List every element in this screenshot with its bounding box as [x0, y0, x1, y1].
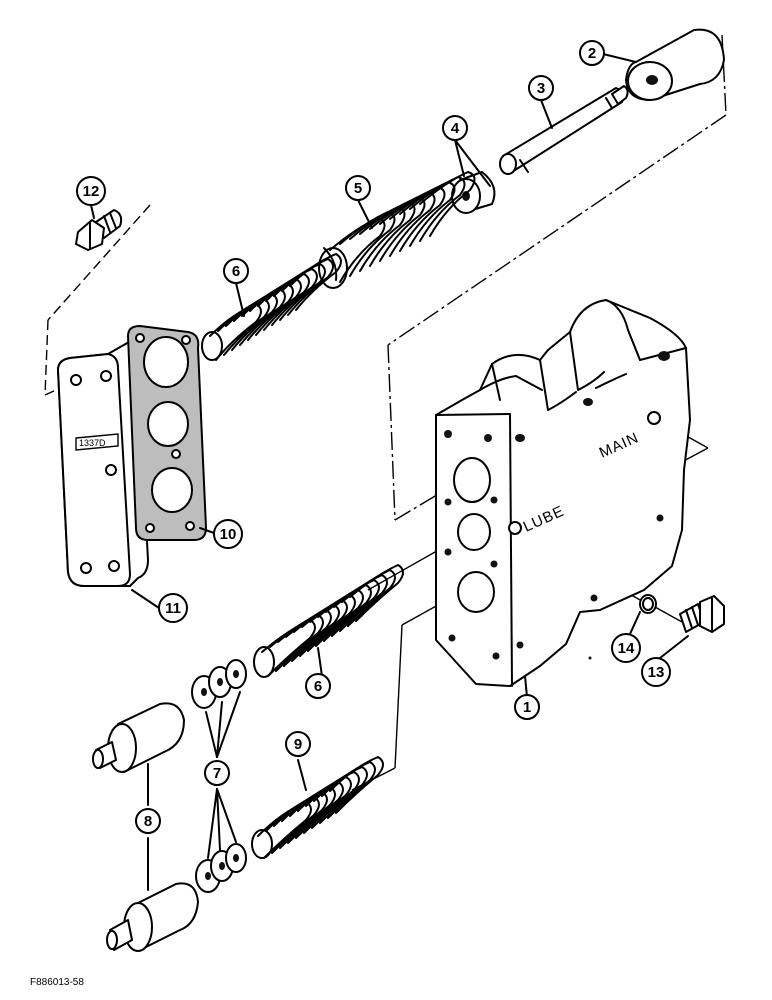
svg-text:6: 6 — [232, 263, 240, 280]
part-10-gasket — [126, 324, 208, 541]
callout-14: 14 — [611, 633, 641, 663]
svg-text:1337D: 1337D — [79, 438, 106, 448]
svg-text:9: 9 — [294, 736, 302, 753]
part-9-spring — [251, 756, 384, 859]
part-7-shims-upper — [191, 659, 247, 709]
svg-text:14: 14 — [618, 640, 635, 657]
callout-6-upper: 6 — [223, 258, 249, 284]
callout-1: 1 — [514, 694, 540, 720]
callout-7: 7 — [204, 760, 230, 786]
svg-text:8: 8 — [144, 813, 152, 830]
part-7-shims-lower — [195, 843, 247, 893]
callout-10: 10 — [213, 519, 243, 549]
callout-3: 3 — [528, 75, 554, 101]
callout-5: 5 — [345, 175, 371, 201]
part-6-spring-upper — [201, 253, 342, 361]
part-5-spring — [318, 171, 476, 289]
callout-4: 4 — [442, 115, 468, 141]
svg-text:5: 5 — [354, 180, 362, 197]
part-1-valve-body: MAIN LUBE — [435, 299, 691, 687]
figure-code: F886013-58 — [30, 977, 84, 988]
svg-text:12: 12 — [83, 183, 100, 200]
callout-13: 13 — [641, 657, 671, 687]
svg-text:13: 13 — [648, 664, 665, 681]
part-12-bolt — [75, 209, 123, 251]
part-2-plug — [625, 28, 725, 101]
callout-11: 11 — [158, 593, 188, 623]
svg-text:11: 11 — [165, 600, 181, 617]
part-8-plunger-upper — [92, 702, 185, 773]
svg-text:7: 7 — [213, 765, 221, 782]
part-8-plunger-lower — [106, 882, 199, 952]
callout-9: 9 — [285, 731, 311, 757]
callout-2: 2 — [579, 40, 605, 66]
svg-text:4: 4 — [451, 120, 460, 137]
callout-8: 8 — [135, 808, 161, 834]
callout-6-lower: 6 — [305, 673, 331, 699]
callout-12: 12 — [76, 176, 106, 206]
svg-text:6: 6 — [314, 678, 322, 695]
part-13-plug — [679, 595, 725, 633]
callout-leaders — [90, 53, 689, 891]
part-6-spring-lower — [253, 564, 404, 678]
svg-text:10: 10 — [220, 526, 237, 543]
svg-text:3: 3 — [537, 80, 545, 97]
part-3-pin — [499, 85, 629, 175]
part-11-cover-plate: 1337D — [57, 337, 149, 587]
svg-text:2: 2 — [588, 45, 596, 62]
svg-text:1: 1 — [523, 699, 531, 716]
part-14-o-ring — [639, 594, 657, 614]
